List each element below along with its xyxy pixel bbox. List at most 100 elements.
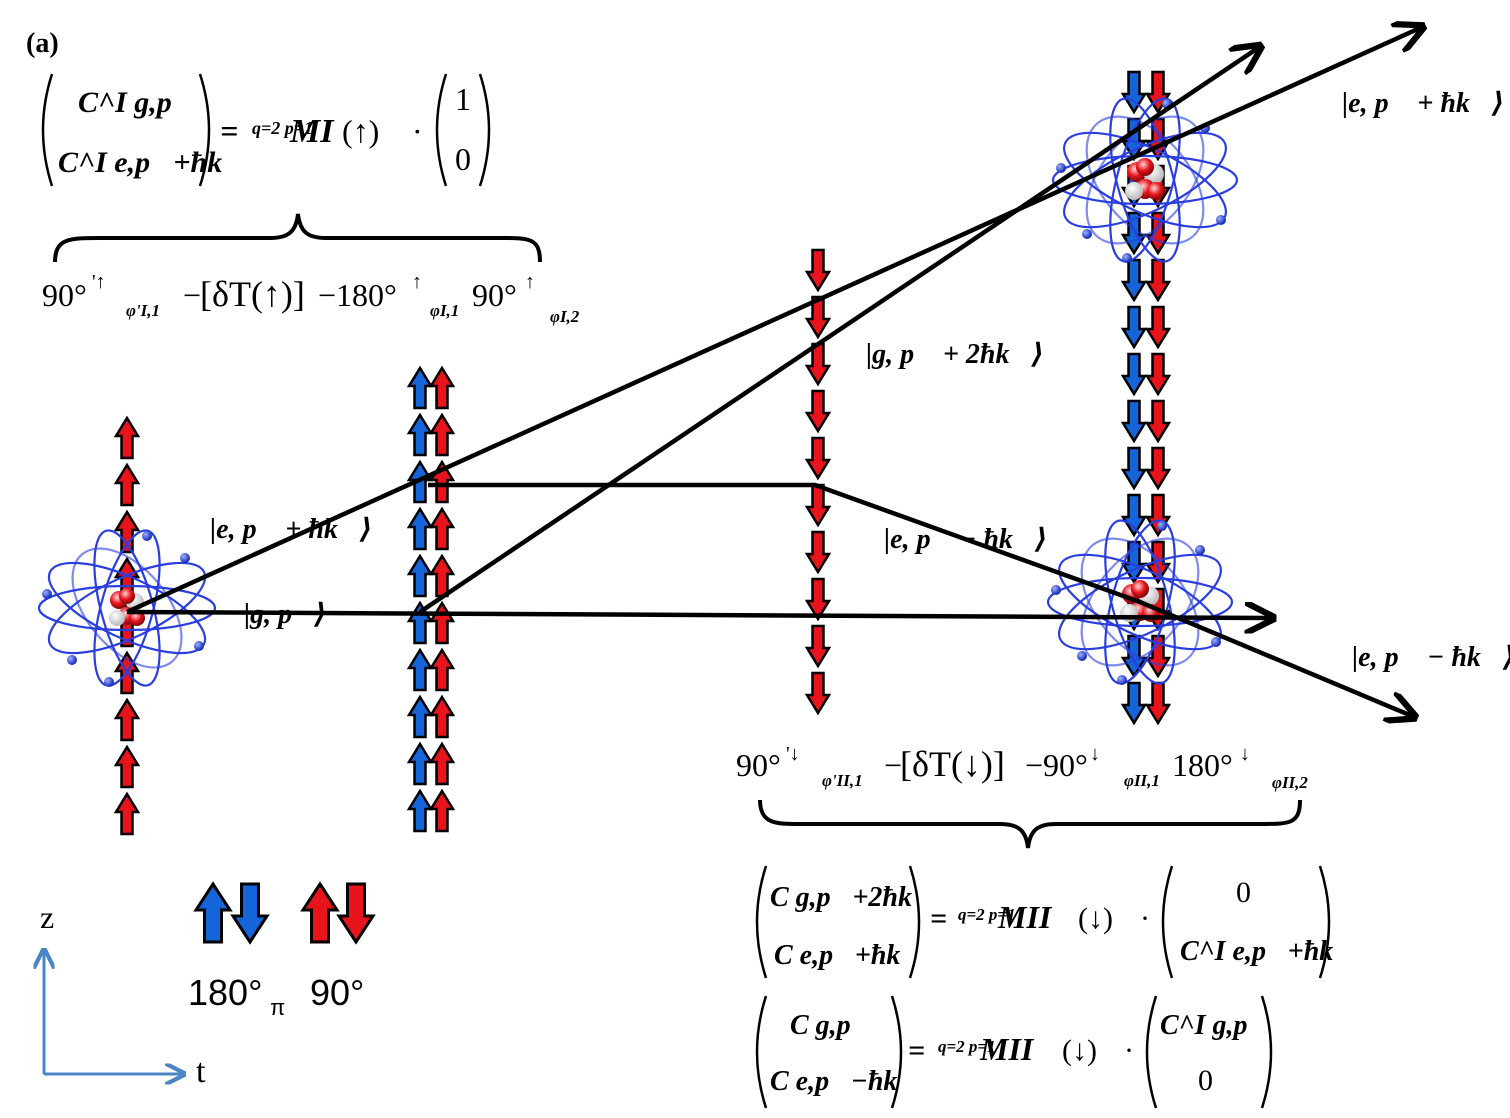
svg-text:φII,1: φII,1 (1124, 771, 1160, 790)
trajectory-e-minus-hk (428, 482, 1412, 716)
svg-text:C e,p⃗−ħk⃗: C e,p⃗−ħk⃗ (770, 1066, 919, 1097)
pi-pulse-down-arrow (1120, 70, 1148, 115)
pi-pulse-down-arrow (1120, 634, 1148, 679)
svg-text:−180°: −180° (318, 277, 397, 313)
svg-text:φI,1: φI,1 (430, 301, 459, 320)
pi-pulse-down-arrow (1120, 258, 1148, 303)
trajectory-upper-excited (126, 28, 1420, 615)
pi-pulse-down-arrow (1120, 352, 1148, 397)
half-pi-pulse-down-arrow (804, 248, 832, 293)
svg-text:φ'II,1: φ'II,1 (822, 771, 863, 790)
svg-text:[δT(↓)]: [δT(↓)] (900, 744, 1005, 784)
svg-text:=: = (220, 113, 238, 149)
pi-pulse-up-arrow (406, 506, 434, 551)
pi-pulse-down-arrow (1120, 399, 1148, 444)
svg-text:·: · (412, 113, 423, 149)
brace-I (53, 213, 542, 263)
pulse-sequence-I: 90° '↑ φ'I,1 − [δT(↑)] −180° ↑ φI,1 90° … (42, 271, 580, 326)
half-pi-pulse-up-arrow (113, 462, 141, 507)
product-bounds: q=2 p=1 (252, 118, 313, 138)
state-label-e-p-minus-hk: |e, p⃗ − ħk⃗⟩ (884, 524, 1048, 555)
svg-text:(↑): (↑) (342, 113, 379, 149)
svg-text:q=2 p=1: q=2 p=1 (958, 905, 1016, 924)
half-pi-pulse-up-arrow (428, 788, 456, 833)
svg-text:1: 1 (455, 81, 471, 117)
axes: z t (40, 899, 206, 1090)
state-label-g-p-plus-2hk: |g, p⃗ + 2ħk⃗⟩ (866, 339, 1044, 370)
svg-text:90°: 90° (472, 277, 517, 313)
pulse-legend (193, 881, 376, 945)
half-pi-pulse-down-arrow (1144, 681, 1172, 726)
svg-text:C g,p⃗: C g,p⃗ (790, 1010, 872, 1041)
legend-pi-sub: π (270, 995, 285, 1020)
pi-pulse-down-arrow (1120, 305, 1148, 350)
svg-text:|g, p⃗⟩: |g, p⃗⟩ (244, 599, 327, 630)
half-pi-pulse-down-arrow (1144, 446, 1172, 491)
svg-text:↓: ↓ (1090, 743, 1100, 765)
svg-text:|e, p⃗ + ħk⃗⟩: |e, p⃗ + ħk⃗⟩ (1342, 88, 1504, 119)
svg-text:↓: ↓ (1240, 743, 1250, 765)
z-axis-label: z (40, 899, 54, 935)
svg-text:↑: ↑ (525, 271, 535, 293)
state-label-e-p-plus-hk-output: |e, p⃗ + ħk⃗⟩ (1342, 88, 1504, 119)
trajectory-g-plus-2hk (418, 48, 1258, 614)
equation-I-lhs-top: C^I g,p⃗ (78, 86, 195, 119)
pi-pulse-up-arrow (406, 647, 434, 692)
half-pi-pulse-down-arrow (1144, 258, 1172, 303)
half-pi-pulse-up-arrow (113, 791, 141, 836)
state-label-g-p: |g, p⃗⟩ (244, 599, 327, 630)
svg-text:0: 0 (1198, 1064, 1213, 1097)
brace-II (758, 799, 1302, 849)
half-pi-pulse-down-arrow (804, 295, 832, 340)
half-pi-pulse-down-arrow (1144, 352, 1172, 397)
svg-text:C^I g,p⃗: C^I g,p⃗ (1160, 1010, 1269, 1041)
operator-MII: MII (997, 899, 1053, 935)
half-pi-pulse-up-arrow (428, 412, 456, 457)
pi-pulse-down-arrow (1120, 446, 1148, 491)
state-label-e-p-minus-hk-output: |e, p⃗ − ħk⃗⟩ (1352, 642, 1510, 673)
svg-text:(↓): (↓) (1078, 902, 1113, 935)
half-pi-pulse-up-arrow (428, 647, 456, 692)
svg-text:|e, p⃗ + ħk⃗⟩: |e, p⃗ + ħk⃗⟩ (210, 514, 372, 545)
pulse-column-3 (804, 248, 832, 716)
half-pi-pulse-down-arrow (804, 530, 832, 575)
legend-half-pi-up-arrow (300, 881, 340, 944)
svg-text:φ'I,1: φ'I,1 (126, 301, 160, 320)
svg-text:90°: 90° (736, 747, 781, 783)
pi-pulse-down-arrow (1120, 493, 1148, 538)
equation-I-lhs-bottom: C^I e,p⃗+ħk⃗ (58, 146, 246, 179)
half-pi-pulse-down-arrow (804, 671, 832, 716)
svg-text:|g, p⃗ + 2ħk⃗⟩: |g, p⃗ + 2ħk⃗⟩ (866, 339, 1044, 370)
svg-text:·: · (1140, 902, 1150, 935)
svg-text:C g,p⃗+2ħk⃗: C g,p⃗+2ħk⃗ (770, 882, 934, 913)
equation-II-a: C g,p⃗+2ħk⃗ C e,p⃗+ħk⃗ = q=2 p=1 MII (↓)… (755, 865, 1355, 979)
pulse-sequence-II: 90° '↓ φ'II,1 − [δT(↓)] −90° ↓ φII,1 180… (736, 743, 1308, 792)
trajectory-ground (126, 612, 1270, 618)
half-pi-pulse-up-arrow (113, 744, 141, 789)
svg-text:−: − (183, 277, 201, 313)
svg-text:MII: MII (979, 1031, 1035, 1067)
equation-I: C^I g,p⃗ C^I e,p⃗+ħk⃗ = q=2 p=1 MI (↑) ·… (41, 73, 491, 187)
svg-text:C e,p⃗+ħk⃗: C e,p⃗+ħk⃗ (774, 940, 922, 971)
pi-pulse-up-arrow (406, 741, 434, 786)
svg-text:=: = (908, 1034, 925, 1067)
svg-text:↑: ↑ (412, 271, 422, 293)
half-pi-pulse-down-arrow (804, 577, 832, 622)
svg-text:[δT(↑)]: [δT(↑)] (200, 274, 305, 314)
pi-pulse-up-arrow (406, 553, 434, 598)
half-pi-pulse-up-arrow (428, 694, 456, 739)
half-pi-pulse-up-arrow (428, 741, 456, 786)
pi-pulse-down-arrow (1120, 681, 1148, 726)
legend-half-pi-down-arrow (336, 882, 376, 945)
pulse-column-2 (406, 365, 456, 833)
svg-text:φI,2: φI,2 (550, 307, 580, 326)
half-pi-pulse-down-arrow (804, 624, 832, 669)
svg-text:|e, p⃗ − ħk⃗⟩: |e, p⃗ − ħk⃗⟩ (884, 524, 1048, 555)
svg-text:q=2 p=1: q=2 p=1 (938, 1037, 996, 1056)
half-pi-pulse-up-arrow (428, 365, 456, 410)
svg-text:0: 0 (455, 141, 471, 177)
svg-text:=: = (930, 902, 947, 935)
legend-pi-label: 180° (188, 972, 262, 1013)
svg-text:'↑: '↑ (92, 271, 106, 293)
half-pi-pulse-up-arrow (428, 506, 456, 551)
